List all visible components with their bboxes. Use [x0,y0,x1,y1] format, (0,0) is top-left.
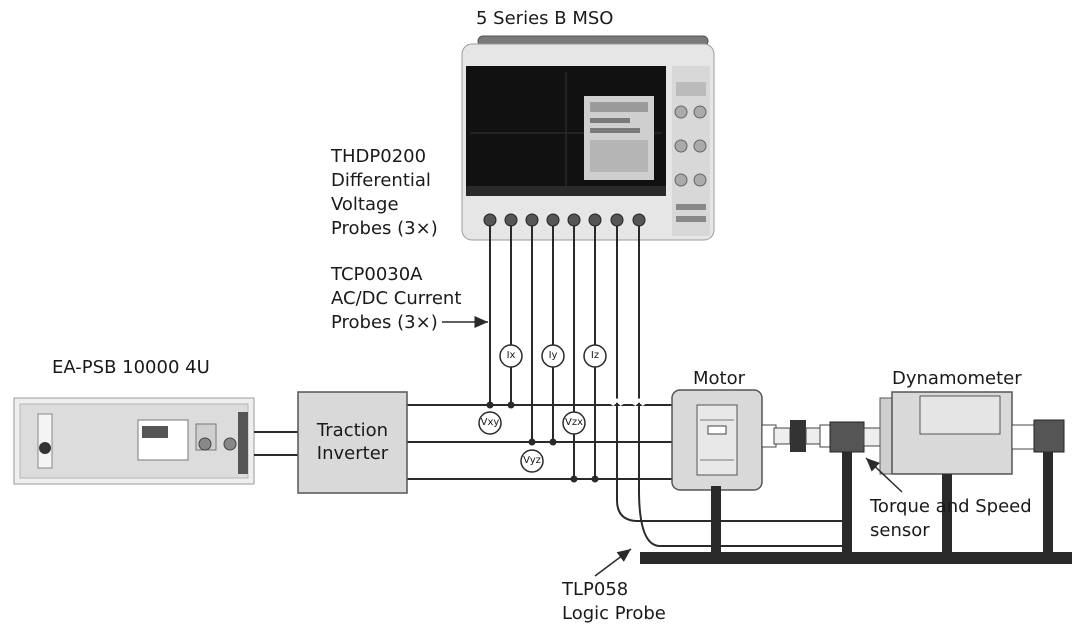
callout-arrows [442,316,903,577]
probe-label-vxy: Vxy [480,417,500,428]
motor-label: Motor [693,368,746,389]
voltage-probe-line: Differential [331,170,431,191]
oscilloscope [461,35,715,241]
probe-label-iz: Iz [590,350,600,361]
test-bench-base [640,452,1072,564]
inverter-line: Traction [316,420,389,441]
torque-sensor-line: Torque and Speed [870,496,1032,517]
probe-label-iy: Iy [548,350,558,361]
logic-probe-line: TLP058 [562,579,629,600]
traction-inverter-label: Traction Inverter [298,419,407,465]
probe-circles [478,344,607,473]
current-probe-line: TCP0030A [331,264,423,285]
wiring [254,226,845,547]
torque-sensor-label: Torque and Speed sensor [870,495,1032,543]
current-probe-label: TCP0030A AC/DC Current Probes (3×) [331,263,461,335]
current-probe-line: Probes (3×) [331,312,438,333]
junction-dots [486,401,599,483]
power-supply-label: EA-PSB 10000 4U [52,357,210,378]
scope-label: 5 Series B MSO [476,8,614,29]
voltage-probe-label: THDP0200 Differential Voltage Probes (3×… [331,145,438,241]
logic-probe-line: Logic Probe [562,603,666,624]
power-supply [13,397,255,485]
voltage-probe-line: Probes (3×) [331,218,438,239]
voltage-probe-line: Voltage [331,194,399,215]
traction-inverter-block [297,391,408,494]
logic-probe-label: TLP058 Logic Probe [562,578,666,626]
voltage-probe-line: THDP0200 [331,146,427,167]
probe-label-vyz: Vyz [523,455,541,466]
probe-label-ix: Ix [506,350,516,361]
motor [671,389,831,491]
inverter-line: Inverter [316,443,389,464]
torque-sensor-line: sensor [870,520,930,541]
probe-label-vzx: Vzx [564,417,583,428]
dynamometer-label: Dynamometer [892,368,1022,389]
torque-speed-sensor [829,421,881,453]
current-probe-line: AC/DC Current [331,288,462,309]
dynamometer [879,391,1065,475]
